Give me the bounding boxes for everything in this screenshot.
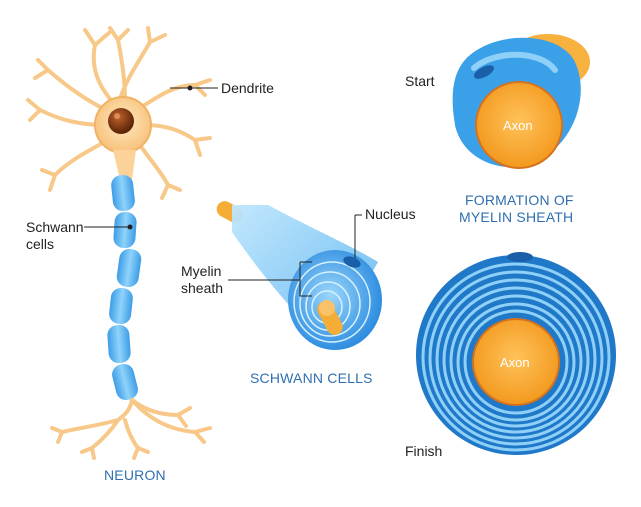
schwann-cells-label-line1: Schwann	[26, 219, 84, 235]
cone-face	[288, 250, 382, 350]
axon-finish	[474, 320, 558, 404]
schwann-nucleus-start	[474, 65, 494, 79]
myelin-layers	[293, 261, 371, 343]
schwann-nucleus-finish	[507, 252, 533, 262]
neuron-caption: NEURON	[104, 467, 166, 483]
schwann-segment	[116, 248, 142, 288]
myelin-rings	[421, 262, 611, 452]
schwann-cells-label-line2: cells	[26, 236, 54, 252]
schwann-segment	[111, 174, 135, 212]
formation-finish: Axon Finish	[405, 252, 616, 459]
neuron-nucleus	[108, 108, 134, 134]
myelin-label-line1: Myelin	[181, 263, 221, 279]
axon-label-start: Axon	[503, 118, 533, 133]
schwann-cells-caption: SCHWANN CELLS	[250, 370, 373, 386]
schwann-segment	[112, 363, 138, 401]
start-label: Start	[405, 73, 435, 89]
schwann-cell-segments	[107, 174, 142, 401]
axon-start	[477, 83, 561, 167]
schwann-segment	[113, 211, 137, 249]
dendrites	[26, 26, 212, 200]
formation-start: Axon Start FORMATION OF MYELIN SHEATH	[405, 34, 590, 225]
finish-label: Finish	[405, 443, 442, 459]
schwann-nucleus	[343, 256, 361, 268]
dendrite-label: Dendrite	[221, 80, 274, 96]
schwann-cell-3d: Nucleus Myelin sheath SCHWANN CELLS	[181, 201, 416, 386]
axon-label-finish: Axon	[500, 355, 530, 370]
neuron: Dendrite Schwann cells NEURON	[26, 26, 274, 483]
axon-terminals	[50, 398, 212, 460]
schwann-segment	[109, 287, 133, 325]
myelin-label-line2: sheath	[181, 280, 223, 296]
schwann-segment	[107, 324, 131, 364]
formation-caption-line1: FORMATION OF	[465, 192, 574, 208]
nucleus-label: Nucleus	[365, 206, 416, 222]
formation-caption-line2: MYELIN SHEATH	[459, 209, 573, 225]
